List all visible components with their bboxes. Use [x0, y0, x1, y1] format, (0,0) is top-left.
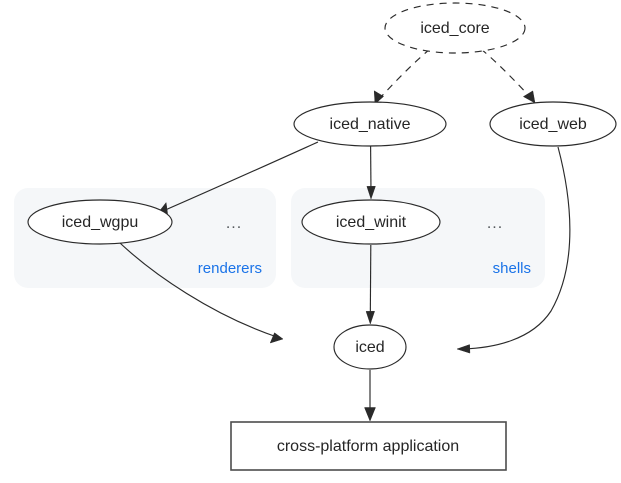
edge-core-to-web-arrowhead — [522, 90, 536, 104]
node-iced-winit-ellipse[interactable] — [301, 199, 441, 245]
edge-wgpu-to-iced-line — [119, 242, 278, 338]
node-iced-core[interactable]: iced_core — [384, 2, 526, 54]
node-iced-winit[interactable]: iced_winit — [301, 199, 441, 245]
edge-native-to-winit — [366, 145, 376, 200]
node-iced-web-ellipse[interactable] — [489, 101, 617, 147]
node-iced-web-label: iced_web — [519, 116, 587, 133]
edge-wgpu-to-iced-arrowhead — [269, 332, 284, 344]
edge-native-to-winit-arrowhead — [366, 186, 376, 200]
edge-web-to-iced — [456, 146, 571, 354]
cluster-shells-label: shells — [493, 260, 531, 277]
node-iced-web[interactable]: iced_web — [489, 101, 617, 147]
edge-winit-to-iced-line — [369, 244, 372, 319]
edge-core-to-native — [373, 48, 431, 105]
edge-core-to-web-line — [480, 48, 532, 99]
node-iced-native-label: iced_native — [330, 116, 411, 133]
edge-core-to-native-line — [378, 48, 431, 100]
node-iced[interactable]: iced — [333, 324, 407, 370]
node-application-box[interactable] — [230, 421, 507, 471]
edge-winit-to-iced-arrowhead — [365, 311, 375, 325]
edge-native-to-wgpu-line — [162, 141, 319, 212]
edge-core-to-native-arrowhead — [373, 90, 385, 105]
node-iced-wgpu[interactable]: iced_wgpu — [27, 199, 173, 245]
edge-core-to-web — [480, 48, 536, 104]
node-iced-winit-label: iced_winit — [336, 214, 407, 231]
edge-web-to-iced-line — [462, 146, 571, 350]
node-iced-wgpu-label: iced_wgpu — [62, 214, 139, 231]
cluster-renderers-label: renderers — [198, 260, 262, 277]
edge-winit-to-iced — [365, 244, 375, 325]
node-iced-ellipse[interactable] — [333, 324, 407, 370]
node-iced-core-label: iced_core — [420, 20, 489, 37]
edge-iced-to-app — [364, 370, 376, 422]
node-application-label: cross-platform application — [277, 438, 459, 455]
node-iced-wgpu-ellipse[interactable] — [27, 199, 173, 245]
edge-wgpu-to-iced — [119, 242, 284, 344]
shells-more-ellipsis: ... — [487, 215, 503, 232]
node-iced-core-ellipse[interactable] — [384, 2, 526, 54]
node-iced-native[interactable]: iced_native — [293, 101, 447, 147]
edge-iced-to-app-arrowhead — [364, 407, 376, 422]
renderers-more-ellipsis: ... — [226, 215, 242, 232]
edge-web-to-iced-arrowhead — [456, 344, 471, 354]
node-application[interactable]: cross-platform application — [230, 421, 507, 471]
node-iced-native-ellipse[interactable] — [293, 101, 447, 147]
node-iced-label: iced — [355, 339, 384, 356]
